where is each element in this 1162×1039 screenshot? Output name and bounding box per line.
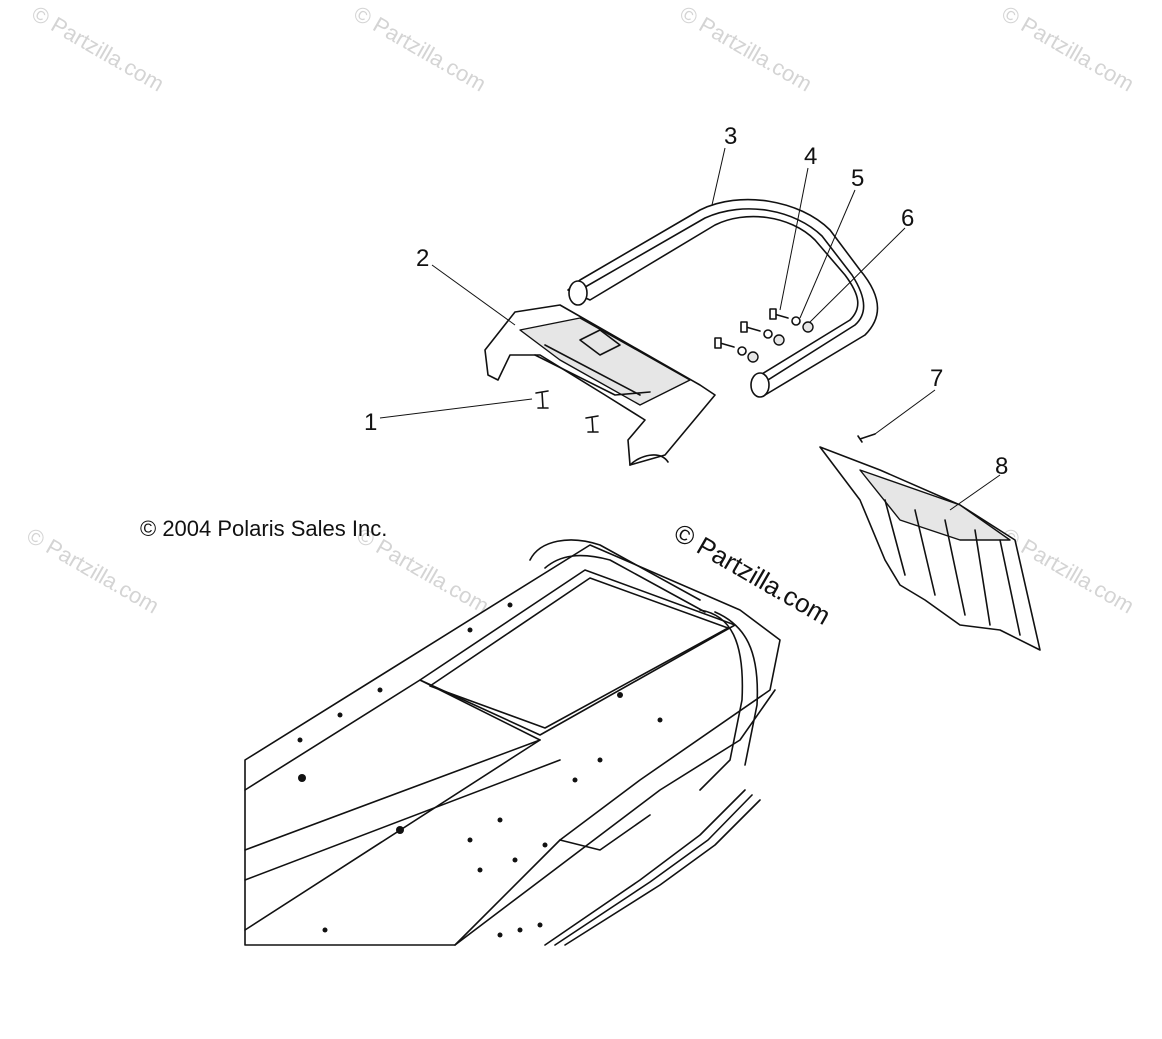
part-1-screws — [535, 390, 599, 433]
hardware-set — [714, 308, 814, 363]
callout-6: 6 — [901, 205, 914, 232]
watermark: © Partzilla.com — [28, 1, 169, 97]
watermark: © Partzilla.com — [676, 1, 817, 97]
tunnel-assembly — [244, 539, 781, 946]
mounting-holes — [297, 602, 663, 938]
copyright-notice: © 2004 Polaris Sales Inc. — [140, 516, 387, 541]
leader-lines — [379, 147, 1001, 511]
part-7-rivet — [857, 433, 876, 443]
part-3-grab-bar — [567, 198, 879, 398]
part-8-snow-flap — [819, 446, 1041, 651]
callout-3: 3 — [724, 123, 737, 150]
watermark: © Partzilla.com — [350, 1, 491, 97]
part-2-bracket — [484, 304, 716, 466]
callout-labels: 1 2 3 4 5 6 7 8 — [364, 123, 1008, 480]
callout-2: 2 — [416, 245, 429, 272]
watermark: © Partzilla.com — [998, 1, 1139, 97]
callout-8: 8 — [995, 453, 1008, 480]
callout-4: 4 — [804, 143, 817, 170]
callout-1: 1 — [364, 409, 377, 436]
callout-5: 5 — [851, 165, 864, 192]
callout-7: 7 — [930, 365, 943, 392]
